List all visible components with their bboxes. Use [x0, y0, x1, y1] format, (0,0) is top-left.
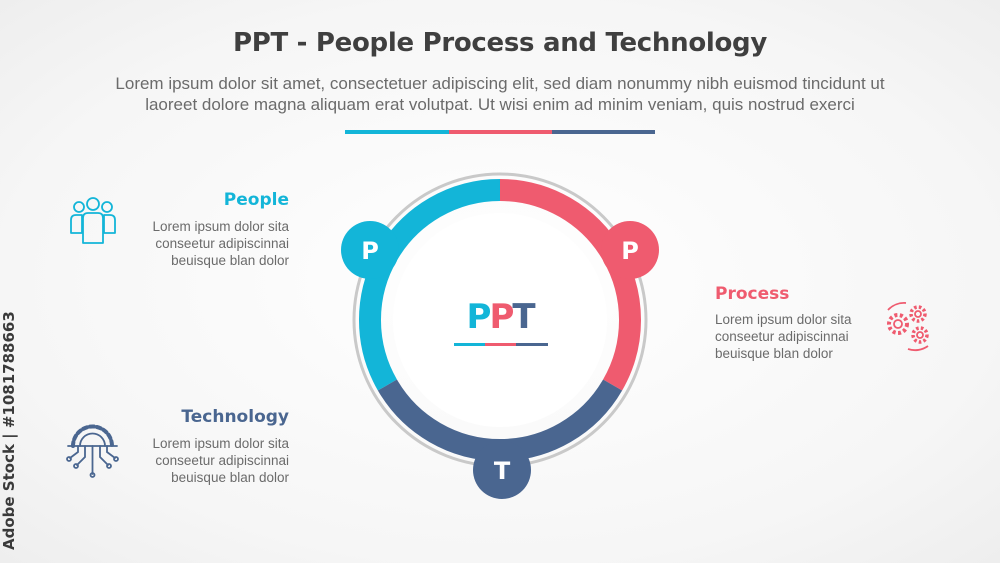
technology-desc-line: beuisque blan dolor [171, 470, 289, 485]
badge-people-letter: P [361, 237, 379, 265]
divider-process [449, 130, 552, 134]
technology-desc-line: conseetur adipiscinnai [155, 453, 289, 468]
process-desc-line: beuisque blan dolor [715, 346, 833, 361]
people-description: Lorem ipsum dolor sita conseetur adipisc… [120, 218, 289, 269]
subtitle-line-2: laoreet dolore magna aliquam erat volutp… [145, 95, 855, 114]
center-line-technology [516, 343, 548, 346]
technology-desc-line: Lorem ipsum dolor sita [152, 436, 289, 451]
technology-title: Technology [181, 407, 289, 427]
divider-people [345, 130, 449, 134]
process-description: Lorem ipsum dolor sita conseetur adipisc… [715, 311, 885, 362]
people-group-icon [70, 197, 116, 244]
page-subtitle: Lorem ipsum dolor sit amet, consectetuer… [60, 73, 940, 115]
divider-technology [552, 130, 655, 134]
badge-technology [473, 441, 531, 499]
subtitle-line-1: Lorem ipsum dolor sit amet, consectetuer… [115, 74, 885, 93]
gears-cycle-icon [887, 302, 929, 352]
badge-technology-letter: T [494, 457, 511, 485]
stock-watermark: Adobe Stock | #1081788663 [0, 311, 18, 550]
people-desc-line: conseetur adipiscinnai [155, 236, 289, 251]
page-title: PPT - People Process and Technology [232, 28, 768, 58]
center-letter-t: T [512, 297, 536, 337]
people-desc-line: beuisque blan dolor [171, 253, 289, 268]
center-letter-p1: P [467, 297, 492, 337]
badge-process [601, 221, 659, 279]
center-letter-p2: P [490, 297, 515, 337]
process-title: Process [715, 284, 790, 304]
people-desc-line: Lorem ipsum dolor sita [152, 219, 289, 234]
badge-people [341, 221, 399, 279]
inner-circle [393, 213, 607, 427]
badge-process-letter: P [621, 237, 639, 265]
people-title: People [223, 190, 289, 210]
center-line-process [485, 343, 516, 346]
process-desc-line: Lorem ipsum dolor sita [715, 312, 852, 327]
center-line-people [454, 343, 485, 346]
process-desc-line: conseetur adipiscinnai [715, 329, 849, 344]
circuit-gear-icon [66, 424, 119, 478]
technology-description: Lorem ipsum dolor sita conseetur adipisc… [120, 435, 289, 486]
